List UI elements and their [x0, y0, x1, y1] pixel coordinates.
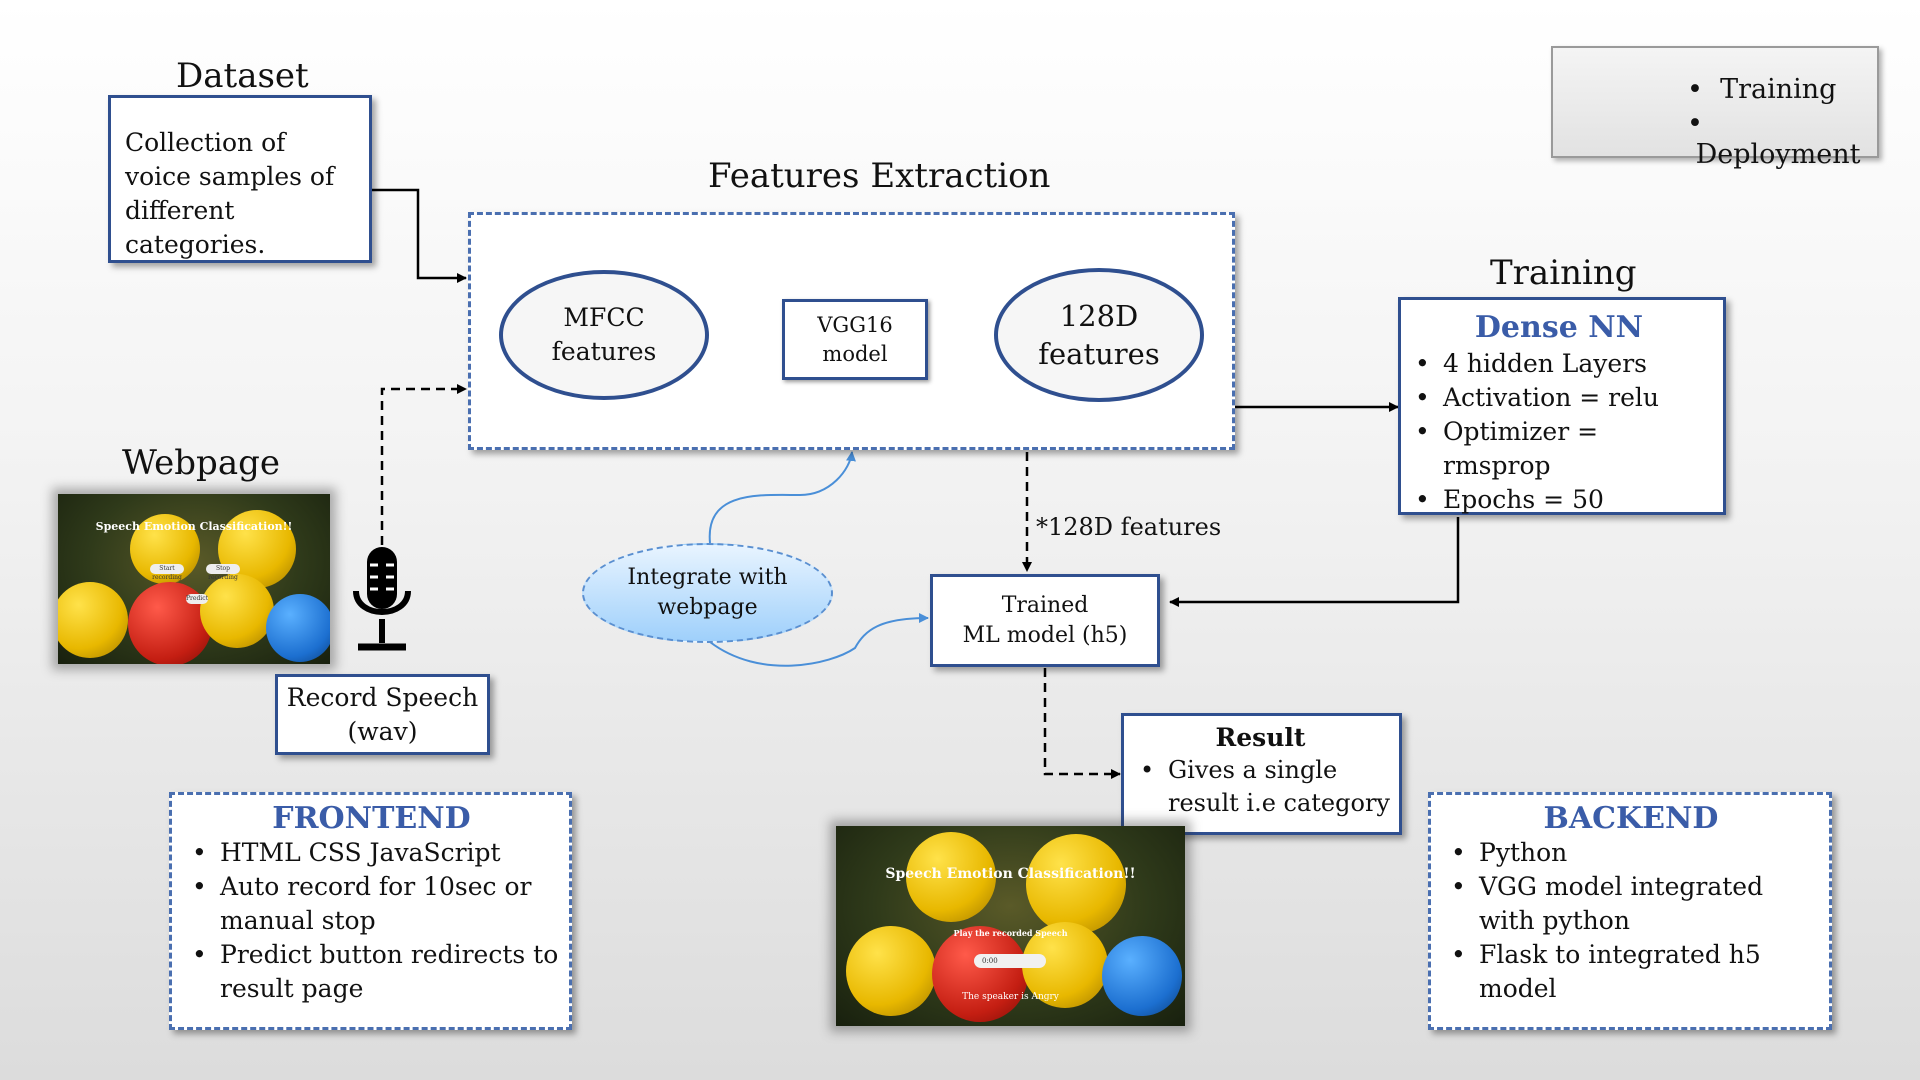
backend-list: Python VGG model integrated with python …: [1441, 836, 1821, 1006]
record-line2: (wav): [347, 716, 418, 746]
record-to-features-arrow: [380, 384, 467, 545]
stop-recording-button: Stop recording: [206, 564, 240, 581]
result-box: Result Gives a single result i.e categor…: [1121, 713, 1402, 835]
vgg-box: VGG16 model: [782, 299, 928, 380]
training-item: 4 hidden Layers: [1415, 347, 1713, 381]
d128-line1: 128D: [1059, 299, 1139, 333]
audio-player: 0:00: [974, 954, 1046, 968]
integrate-line2: webpage: [657, 595, 758, 620]
legend: • Training • Deployment: [1551, 46, 1879, 170]
training-to-model-arrow: [1169, 517, 1460, 607]
legend-deployment: • Deployment: [1687, 108, 1861, 170]
legend-training: • Training: [1687, 74, 1837, 105]
training-item: Epochs = 50: [1415, 483, 1713, 517]
frontend-item: HTML CSS JavaScript: [192, 836, 561, 870]
result-thumb-title: Speech Emotion Classification!!: [885, 866, 1136, 882]
result-list: Gives a single result i.e category: [1130, 754, 1391, 820]
integrate-to-model-curve: [709, 613, 929, 667]
microphone-icon: [353, 547, 411, 651]
audio-time: 0:00: [982, 957, 998, 965]
backend-box: BACKEND Python VGG model integrated with…: [1428, 792, 1832, 1030]
vgg-line1: VGG16: [817, 312, 893, 337]
result-thumb-speaker: The speaker is Angry: [962, 992, 1059, 1002]
backend-item: Flask to integrated h5 model: [1451, 938, 1821, 1006]
frontend-item: Predict button redirects to result page: [192, 938, 561, 1006]
model-to-result-arrow: [1043, 668, 1121, 779]
frontend-list: HTML CSS JavaScript Auto record for 10se…: [182, 836, 561, 1006]
integrate-to-features-curve: [708, 451, 856, 544]
mfcc-line1: MFCC: [563, 303, 645, 332]
vgg-line2: model: [822, 341, 888, 366]
result-thumb-play: Play the recorded Speech: [953, 928, 1068, 938]
dataset-text: Collection of voice samples of different…: [125, 128, 335, 259]
features-arrow-label: *128D features: [1036, 513, 1222, 541]
legend-deployment-label: Deployment: [1695, 139, 1861, 170]
frontend-title: FRONTEND: [272, 801, 471, 836]
d128-oval: 128D features: [994, 268, 1204, 402]
webpage-screenshot: Speech Emotion Classification!! Start re…: [58, 494, 330, 664]
training-list: 4 hidden Layers Activation = relu Optimi…: [1405, 347, 1713, 517]
training-heading: Training: [1490, 253, 1637, 293]
webpage-thumb-title: Speech Emotion Classification!!: [95, 520, 293, 533]
frontend-item: Auto record for 10sec or manual stop: [192, 870, 561, 938]
features-heading: Features Extraction: [708, 156, 1051, 196]
integrate-line1: Integrate with: [627, 565, 788, 590]
legend-training-label: Training: [1720, 74, 1837, 105]
training-box: Dense NN 4 hidden Layers Activation = re…: [1398, 297, 1726, 517]
result-title: Result: [1215, 723, 1306, 752]
dataset-box: Collection of voice samples of different…: [108, 95, 372, 263]
record-speech-box: Record Speech (wav): [275, 674, 490, 755]
result-page-screenshot: Speech Emotion Classification!! Play the…: [836, 826, 1185, 1026]
predict-button: Predict: [186, 594, 208, 604]
mfcc-line2: features: [551, 337, 657, 366]
dataset-heading: Dataset: [176, 56, 309, 96]
training-title: Dense NN: [1474, 310, 1644, 345]
backend-title: BACKEND: [1543, 801, 1719, 836]
backend-item: Python: [1451, 836, 1821, 870]
trained-model-box: Trained ML model (h5): [930, 574, 1160, 667]
start-recording-button: Start recording: [150, 564, 184, 581]
training-item: Activation = relu: [1415, 381, 1713, 415]
trained-line2: ML model (h5): [962, 622, 1128, 648]
integrate-oval: Integrate with webpage: [582, 543, 833, 643]
frontend-box: FRONTEND HTML CSS JavaScript Auto record…: [169, 792, 572, 1030]
webpage-heading: Webpage: [122, 443, 280, 483]
mfcc-oval: MFCC features: [499, 270, 709, 400]
training-item: Optimizer = rmsprop: [1415, 415, 1713, 483]
dataset-to-features-arrow: [372, 188, 467, 283]
trained-line1: Trained: [1001, 592, 1089, 618]
record-line1: Record Speech: [286, 682, 479, 712]
result-item: Gives a single result i.e category: [1140, 754, 1391, 820]
d128-line2: features: [1038, 337, 1160, 371]
backend-item: VGG model integrated with python: [1451, 870, 1821, 938]
